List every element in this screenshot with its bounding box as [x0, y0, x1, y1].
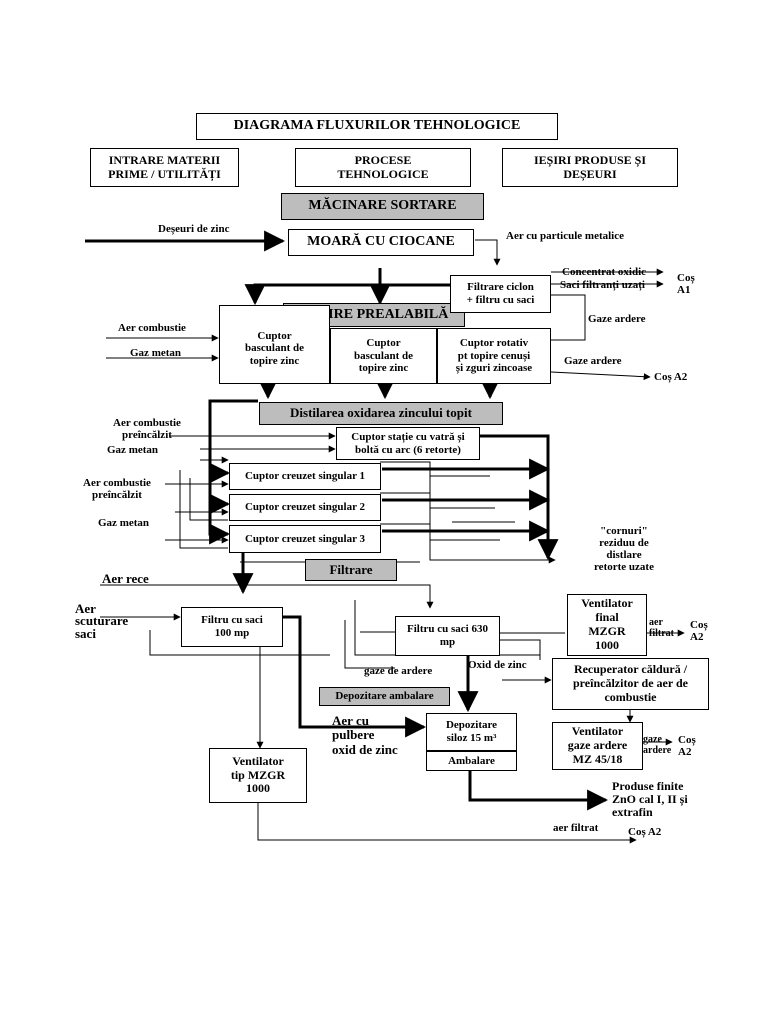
label-stack-a2-2: Coș A2	[690, 619, 708, 644]
label-cold-air: Aer rece	[102, 571, 149, 586]
arc-furnace: Cuptor stație cu vatră și boltă cu arc (…	[336, 427, 480, 460]
label-methane-gas-3: Gaz metan	[98, 517, 150, 529]
label-retort-horns: "cornuri" reziduu de distlare retorte uz…	[594, 525, 654, 574]
label-stack-a1: Coș A1	[677, 272, 695, 297]
label-methane-gas-1: Gaz metan	[130, 347, 182, 359]
label-flue-gas-4: gaze ardere	[643, 734, 672, 756]
label-filtered-bags: Saci filtranți uzați	[560, 279, 645, 291]
label-metal-particles-air: Aer cu particule metalice	[506, 230, 625, 242]
label-stack-a2-1: Coș A2	[654, 371, 688, 383]
bag-filter-630: Filtru cu saci 630 mp	[395, 616, 500, 656]
stage-mill: MOARĂ CU CIOCANE	[288, 229, 474, 256]
heat-recuperator: Recuperator căldură / preîncălzitor de a…	[552, 658, 709, 710]
furnace-tilting-2: Cuptor basculant de topire zinc	[330, 328, 437, 384]
label-flue-gas-3: gaze de ardere	[364, 665, 433, 677]
label-flue-gas-2: Gaze ardere	[564, 355, 622, 367]
fan-mzgr: Ventilator tip MZGR 1000	[209, 748, 307, 803]
label-stack-a2-3: Coș A2	[678, 734, 696, 759]
label-preheated-air-2: Aer combustie preîncălzit	[83, 477, 151, 502]
label-zinc-waste: Deșeuri de zinc	[158, 223, 230, 235]
rotary-furnace: Cuptor rotativ pt topire cenuși și zguri…	[437, 328, 551, 384]
crucible-furnace-2: Cuptor creuzet singular 2	[229, 494, 381, 521]
label-zinc-oxide: Oxid de zinc	[468, 659, 527, 671]
stage-filtering: Filtrare	[305, 559, 397, 581]
furnace-tilting-1: Cuptor basculant de topire zinc	[219, 305, 330, 384]
column-header-outputs: IEȘIRI PRODUSE ȘI DEȘEURI	[502, 148, 678, 187]
label-zinc-oxide-dust-air: Aer cu pulbere oxid de zinc	[332, 713, 398, 757]
stage-distillation: Distilarea oxidarea zincului topit	[259, 402, 503, 425]
label-stack-a2-4: Coș A2	[628, 826, 662, 838]
diagram-title: DIAGRAMA FLUXURILOR TEHNOLOGICE	[196, 113, 558, 140]
label-flue-gas-1: Gaze ardere	[588, 313, 646, 325]
crucible-furnace-3: Cuptor creuzet singular 3	[229, 525, 381, 553]
cyclone-filter: Filtrare ciclon + filtru cu saci	[450, 275, 551, 313]
crucible-furnace-1: Cuptor creuzet singular 1	[229, 463, 381, 490]
label-filtered-air-2: aer filtrat	[553, 822, 599, 834]
label-filtered-air-1: aer filtrat	[649, 617, 674, 639]
silo-storage: Depozitare siloz 15 m³	[426, 713, 517, 751]
stage-storage-packing: Depozitare ambalare	[319, 687, 450, 706]
packing: Ambalare	[426, 751, 517, 771]
label-combustion-air: Aer combustie	[118, 322, 186, 334]
fan-exhaust: Ventilator gaze ardere MZ 45/18	[552, 722, 643, 770]
label-methane-gas-2: Gaz metan	[107, 444, 159, 456]
bag-filter-100: Filtru cu saci 100 mp	[181, 607, 283, 647]
fan-final: Ventilator final MZGR 1000	[567, 594, 647, 656]
label-preheated-air-1: Aer combustie preîncălzit	[113, 417, 181, 442]
label-bag-shaking-air: Aer scuturare saci	[75, 601, 129, 641]
column-header-inputs: INTRARE MATERII PRIME / UTILITĂȚI	[90, 148, 239, 187]
column-header-processes: PROCESE TEHNOLOGICE	[295, 148, 471, 187]
stage-grinding: MĂCINARE SORTARE	[281, 193, 484, 220]
label-oxide-concentrate: Concentrat oxidic	[562, 266, 647, 278]
label-finished-products: Produse finite ZnO cal I, II și extrafin	[612, 779, 688, 820]
